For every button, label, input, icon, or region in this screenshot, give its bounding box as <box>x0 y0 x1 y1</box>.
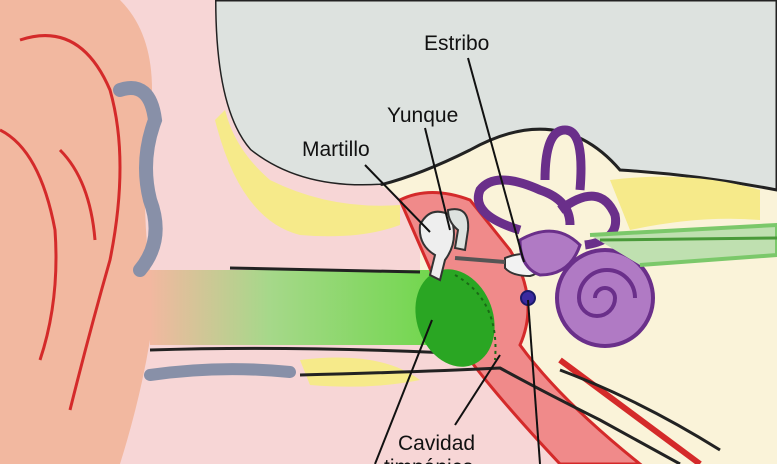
cavidad-label-line1: Cavidad <box>398 432 475 455</box>
cavidad-label-line2: timpánica <box>384 456 474 464</box>
cartilage-lower <box>150 369 290 375</box>
cochlea <box>557 250 653 346</box>
pinna <box>0 0 152 464</box>
estribo-label: Estribo <box>424 32 489 55</box>
nerve-strand <box>600 238 777 240</box>
martillo-label: Martillo <box>302 138 370 161</box>
yunque-label: Yunque <box>387 104 458 127</box>
